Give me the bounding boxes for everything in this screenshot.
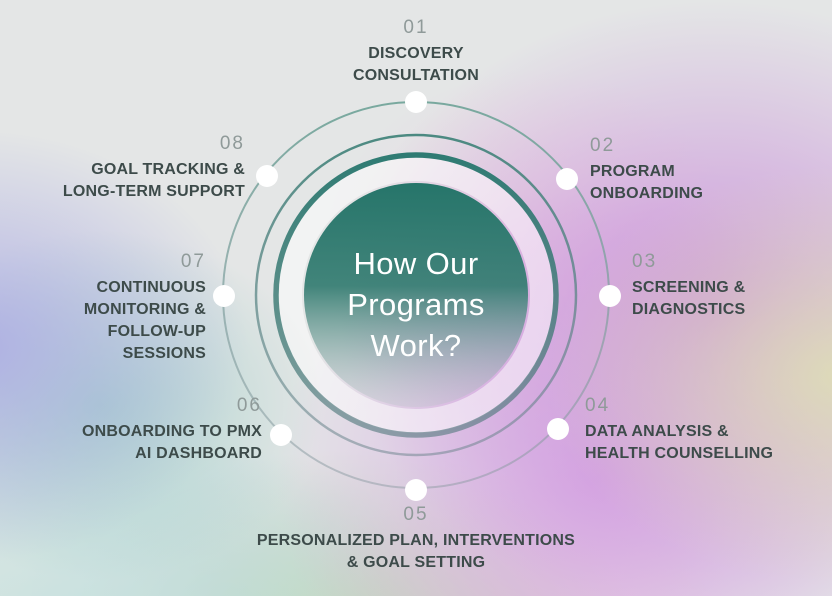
step-05: 05 PERSONALIZED PLAN, INTERVENTIONS & GO… bbox=[216, 503, 616, 574]
step-06-title-line: AI DASHBOARD bbox=[135, 445, 262, 462]
step-04: 04 DATA ANALYSIS & HEALTH COUNSELLING bbox=[585, 394, 820, 465]
step-07-title-line: MONITORING & bbox=[83, 301, 206, 318]
step-06-dot bbox=[270, 424, 292, 446]
step-03-dot bbox=[599, 285, 621, 307]
step-05-title-line: PERSONALIZED PLAN, INTERVENTIONS bbox=[256, 532, 576, 549]
step-01-title-line: DISCOVERY bbox=[368, 45, 464, 62]
step-01-dot bbox=[405, 91, 427, 113]
step-06-number: 06 bbox=[236, 395, 262, 416]
step-07-title-line: CONTINUOUS bbox=[96, 279, 206, 296]
step-07-title-line: SESSIONS bbox=[122, 345, 206, 362]
step-08-dot bbox=[256, 165, 278, 187]
step-07: 07 CONTINUOUS MONITORING & FOLLOW-UP SES… bbox=[26, 250, 206, 365]
step-05-dot bbox=[405, 479, 427, 501]
step-02: 02 PROGRAM ONBOARDING bbox=[590, 134, 810, 205]
center-halo-ring bbox=[278, 157, 554, 433]
step-07-title-line: FOLLOW-UP bbox=[107, 323, 206, 340]
step-02-number: 02 bbox=[590, 135, 616, 156]
step-01-title-line: CONSULTATION bbox=[353, 67, 479, 84]
step-02-title-line: ONBOARDING bbox=[590, 185, 704, 202]
step-08-title-line: LONG-TERM SUPPORT bbox=[62, 183, 245, 200]
step-08-number: 08 bbox=[219, 133, 245, 154]
step-05-number: 05 bbox=[403, 504, 429, 525]
step-07-dot bbox=[213, 285, 235, 307]
step-03-number: 03 bbox=[632, 251, 658, 272]
step-02-title-line: PROGRAM bbox=[590, 163, 675, 180]
step-01-number: 01 bbox=[403, 17, 429, 38]
step-06-title-line: ONBOARDING TO PMX bbox=[81, 423, 262, 440]
step-06: 06 ONBOARDING TO PMX AI DASHBOARD bbox=[42, 394, 262, 465]
step-08-title-line: GOAL TRACKING & bbox=[91, 161, 245, 178]
step-03-title-line: DIAGNOSTICS bbox=[632, 301, 746, 318]
step-08: 08 GOAL TRACKING & LONG-TERM SUPPORT bbox=[45, 132, 245, 203]
step-02-dot bbox=[556, 168, 578, 190]
step-04-title-line: HEALTH COUNSELLING bbox=[585, 445, 774, 462]
step-04-number: 04 bbox=[585, 395, 611, 416]
center-title-line: Work? bbox=[370, 328, 462, 363]
step-04-dot bbox=[547, 418, 569, 440]
step-07-number: 07 bbox=[180, 251, 206, 272]
step-04-title-line: DATA ANALYSIS & bbox=[585, 423, 729, 440]
step-05-title-line: & GOAL SETTING bbox=[346, 554, 486, 571]
inner-ring bbox=[273, 152, 559, 438]
center-title-line: How Our bbox=[353, 246, 479, 281]
step-03: 03 SCREENING & DIAGNOSTICS bbox=[632, 250, 832, 321]
middle-ring bbox=[254, 133, 578, 457]
center-circle bbox=[304, 183, 528, 407]
step-03-title-line: SCREENING & bbox=[632, 279, 746, 296]
center-title: How Our Programs Work? bbox=[266, 243, 566, 366]
center-title-line: Programs bbox=[347, 287, 485, 322]
step-01: 01 DISCOVERY CONSULTATION bbox=[286, 16, 546, 87]
